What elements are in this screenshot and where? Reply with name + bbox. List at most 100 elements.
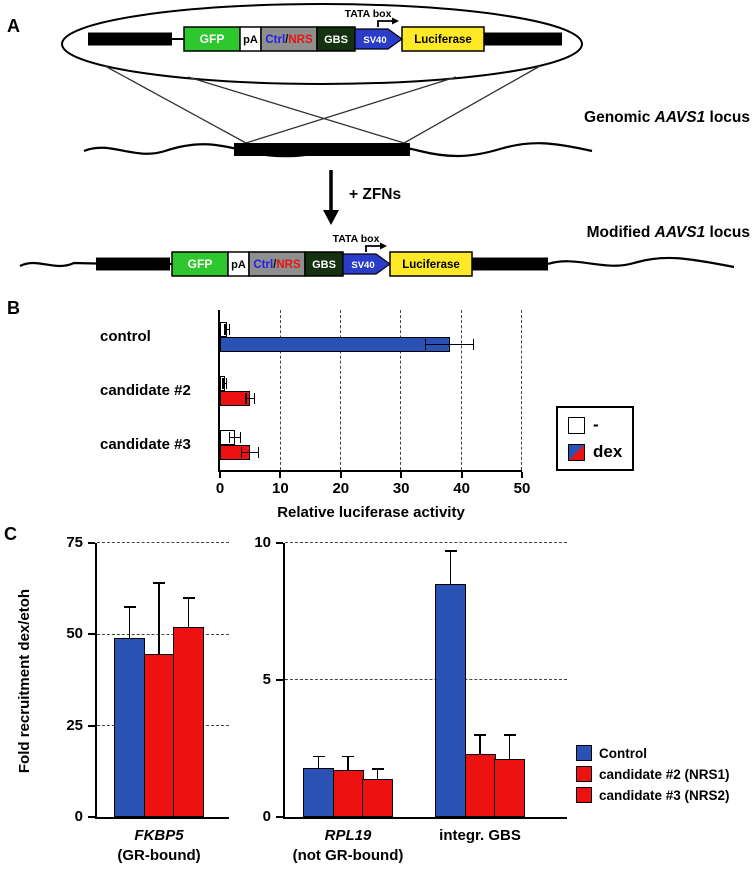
- error-bar: [187, 597, 190, 628]
- panel-a-letter: A: [7, 16, 20, 36]
- legend-swatch-candidate3: [576, 787, 592, 803]
- error-cap: [444, 550, 457, 552]
- error-cap: [474, 734, 486, 736]
- error-cap: [257, 447, 260, 458]
- y-tick-label: 5: [262, 671, 271, 688]
- homology-arm-left: [96, 257, 170, 271]
- category-label: control: [100, 328, 151, 345]
- error-cap: [153, 582, 165, 584]
- error-cap: [371, 768, 384, 770]
- error-cap: [228, 324, 231, 335]
- error-cap: [224, 324, 226, 335]
- gbs-box: [304, 251, 344, 277]
- x-tick-label: 10: [272, 480, 289, 497]
- error-bar: [241, 451, 259, 454]
- bar: [220, 337, 450, 352]
- bar: [173, 627, 204, 817]
- legend-item: candidate #2 (NRS1): [576, 766, 730, 782]
- dna-wave-left: [19, 261, 97, 268]
- gridline: [285, 679, 567, 681]
- y-tick: [88, 542, 95, 544]
- luciferase-label: Luciferase: [402, 259, 460, 271]
- gfp-label: GFP: [200, 32, 225, 46]
- pa-label: pA: [243, 34, 258, 46]
- error-bar: [479, 734, 481, 754]
- error-bar: [508, 734, 511, 760]
- category-label: candidate #3: [100, 436, 191, 453]
- homology-crossing-lines: [104, 65, 541, 144]
- zfn-arrowhead: [323, 210, 339, 225]
- error-bar: [229, 436, 241, 439]
- y-tick: [88, 724, 95, 727]
- error-bar: [347, 756, 349, 771]
- gridline: [460, 310, 462, 470]
- error-cap: [123, 606, 136, 608]
- y-tick-label: 0: [262, 808, 271, 825]
- gridline: [279, 310, 281, 470]
- error-bar: [376, 769, 379, 779]
- error-bar: [158, 583, 160, 655]
- tata-box-label: TATA box: [345, 8, 392, 20]
- error-cap: [503, 734, 516, 736]
- y-tick: [88, 816, 95, 818]
- bar: [114, 637, 145, 817]
- y-tick-label: 75: [66, 534, 83, 551]
- x-tick: [219, 472, 221, 478]
- legend-label: candidate #2 (NRS1): [599, 766, 730, 782]
- homology-arm-right: [484, 32, 562, 46]
- legend-candidates: Control candidate #2 (NRS1) candidate #3…: [576, 745, 730, 803]
- ctrl-nrs-box: [248, 251, 306, 277]
- error-bar: [224, 328, 230, 331]
- ctrl-nrs-box: [260, 26, 318, 52]
- tss-arrowhead: [392, 17, 399, 25]
- bar: [362, 778, 393, 817]
- gridline: [400, 310, 402, 470]
- gbs-label: GBS: [324, 34, 348, 46]
- group-sublabel: (GR-bound): [117, 847, 201, 864]
- error-cap: [240, 447, 243, 458]
- sv40-label: SV40: [363, 35, 386, 46]
- legend-label: Control: [599, 745, 647, 761]
- bar: [494, 759, 525, 817]
- tss-arrowhead: [380, 242, 387, 250]
- tss-arrow: [365, 245, 380, 252]
- legend-swatch-control: [576, 745, 592, 761]
- modified-locus-construct: GFP pA Ctrl/NRS GBS SV40 TATA box Lucife…: [19, 233, 735, 277]
- legend-label: dex: [593, 442, 623, 461]
- plasmid-construct: GFP pA Ctrl/NRS GBS SV40 TATA box Lucife…: [88, 8, 562, 52]
- error-cap: [245, 393, 247, 404]
- legend-item: -: [568, 415, 622, 435]
- panel-a-diagram: GFP pA Ctrl/NRS GBS SV40 TATA box Lucife…: [19, 3, 750, 277]
- homology-arm-left: [88, 32, 172, 46]
- error-bar: [223, 382, 227, 385]
- plasmid-circle: [61, 3, 583, 85]
- luciferase-label: Luciferase: [414, 34, 472, 46]
- sv40-arrow: [342, 253, 392, 275]
- x-tick: [279, 472, 282, 478]
- x-tick-label: 30: [392, 480, 410, 497]
- error-cap: [312, 755, 325, 758]
- zfn-label: + ZFNs: [349, 186, 401, 203]
- error-cap: [228, 432, 231, 443]
- x-tick-label: 0: [215, 480, 225, 497]
- error-cap: [182, 597, 195, 599]
- legend-swatch-dex: [568, 443, 585, 461]
- group-sublabel: (not GR-bound): [292, 847, 404, 864]
- panel-b-letter: B: [7, 298, 20, 318]
- tata-box-label: TATA box: [333, 233, 380, 245]
- gfp-box: [183, 26, 241, 52]
- x-tick-label: 50: [513, 480, 531, 497]
- group-label: FKBP5: [134, 827, 184, 844]
- error-bar: [449, 551, 452, 585]
- gridline: [97, 542, 229, 544]
- category-label: candidate #2: [100, 382, 191, 399]
- legend-label: candidate #3 (NRS2): [599, 787, 730, 803]
- y-tick: [276, 679, 283, 681]
- gridline: [521, 310, 523, 470]
- error-cap: [239, 432, 242, 443]
- ctrl-nrs-label: Ctrl/NRS: [253, 259, 301, 271]
- error-bar: [317, 756, 320, 768]
